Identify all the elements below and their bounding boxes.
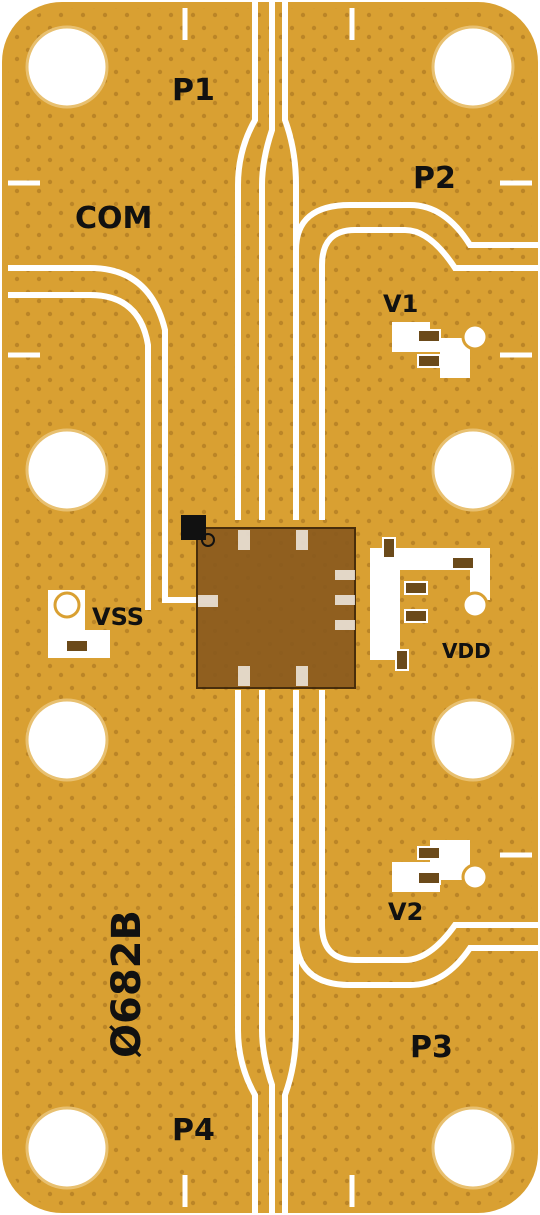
edge-marks	[8, 8, 532, 1207]
vss-pad	[48, 590, 110, 658]
supply-label-vss: VSS	[92, 603, 144, 631]
bias-label-v2: V2	[388, 898, 423, 926]
mount-hole-bottom-left	[25, 1106, 109, 1190]
rf-traces	[8, 2, 538, 1213]
mounting-holes	[25, 25, 515, 1190]
port-label-p2: P2	[413, 161, 456, 196]
vdd-network	[370, 537, 490, 671]
mount-hole-top-right	[431, 25, 515, 109]
port-label-com: COM	[75, 201, 152, 236]
part-number-label: Ø682B	[104, 910, 150, 1058]
ic-chip	[181, 515, 356, 689]
v1-bias-network	[392, 322, 489, 378]
mount-hole-mid-left-2	[25, 698, 109, 782]
mount-hole-bottom-right	[431, 1106, 515, 1190]
mount-hole-mid-right-2	[431, 698, 515, 782]
bias-label-v1: V1	[383, 290, 418, 318]
port-label-p3: P3	[410, 1030, 453, 1065]
mount-hole-mid-left-1	[25, 428, 109, 512]
port-label-p4: P4	[172, 1113, 215, 1148]
v2-bias-network	[392, 840, 489, 892]
mount-hole-mid-right-1	[431, 428, 515, 512]
mount-hole-top-left	[25, 25, 109, 109]
supply-label-vdd: VDD	[442, 639, 491, 663]
port-label-p1: P1	[172, 73, 215, 108]
